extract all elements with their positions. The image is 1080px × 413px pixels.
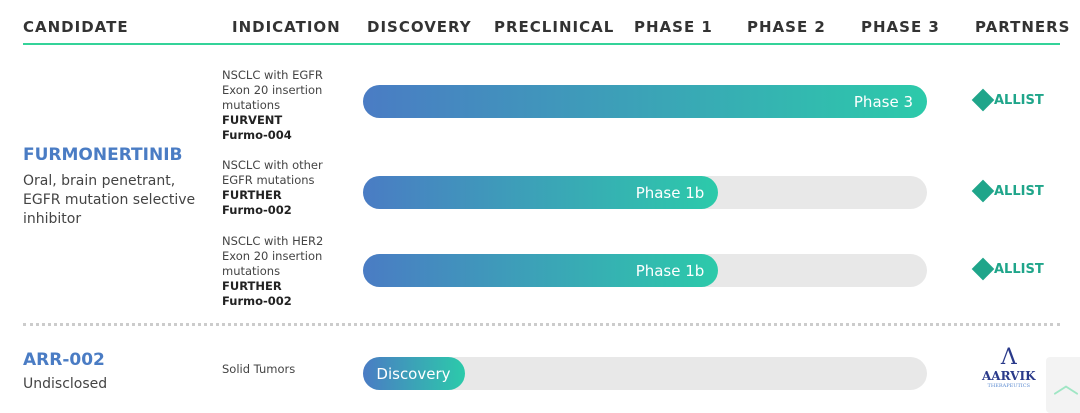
- progress-track: Phase 3: [363, 85, 927, 118]
- stage-label: Phase 3: [853, 92, 913, 111]
- candidate-name: ARR-002: [23, 350, 105, 370]
- progress-fill: Discovery: [363, 357, 465, 390]
- indication-text: NSCLC with HER2 Exon 20 insertion mutati…: [222, 234, 324, 278]
- study-id: Furmo-002: [222, 294, 292, 308]
- stage-label: Phase 1b: [635, 183, 705, 202]
- header-phase2: PHASE 2: [747, 18, 826, 36]
- candidate-name: FURMONERTINIB: [23, 145, 183, 165]
- allist-diamond-icon: [971, 179, 995, 203]
- partner-logo-allist: ALLIST: [971, 257, 1044, 281]
- header-candidate: CANDIDATE: [23, 18, 129, 36]
- stage-label: Discovery: [376, 364, 451, 383]
- aarvik-mark-icon: Ʌ: [1000, 345, 1017, 370]
- indication-text: NSCLC with other EGFR mutations: [222, 158, 323, 187]
- trial-name: FURVENT: [222, 113, 283, 127]
- study-id: Furmo-004: [222, 128, 292, 142]
- partner-logo-aarvik: Ʌ AARVIK THERAPEUTICS: [982, 345, 1036, 390]
- allist-diamond-icon: [971, 257, 995, 281]
- header-phase1: PHASE 1: [634, 18, 713, 36]
- partner-logo-allist: ALLIST: [971, 88, 1044, 112]
- header-phase3: PHASE 3: [861, 18, 940, 36]
- section-divider: [23, 323, 1060, 326]
- study-id: Furmo-002: [222, 203, 292, 217]
- progress-track: Discovery: [363, 357, 927, 390]
- stage-label: Phase 1b: [635, 261, 705, 280]
- progress-fill: Phase 3: [363, 85, 927, 118]
- partner-logo-allist: ALLIST: [971, 179, 1044, 203]
- progress-fill: Phase 1b: [363, 176, 719, 209]
- trial-name: FURTHER: [222, 279, 282, 293]
- header-indication: INDICATION: [232, 18, 341, 36]
- indication-text: Solid Tumors: [222, 362, 296, 376]
- indication-cell: NSCLC with other EGFR mutations FURTHER …: [222, 158, 352, 218]
- indication-cell: NSCLC with EGFR Exon 20 insertion mutati…: [222, 68, 352, 143]
- candidate-description: Undisclosed: [23, 376, 108, 392]
- header-preclinical: PRECLINICAL: [494, 18, 615, 36]
- progress-track: Phase 1b: [363, 254, 927, 287]
- trial-name: FURTHER: [222, 188, 282, 202]
- allist-diamond-icon: [971, 88, 995, 112]
- indication-cell: NSCLC with HER2 Exon 20 insertion mutati…: [222, 234, 352, 309]
- header-discovery: DISCOVERY: [367, 18, 472, 36]
- indication-text: NSCLC with EGFR Exon 20 insertion mutati…: [222, 68, 323, 112]
- progress-track: Phase 1b: [363, 176, 927, 209]
- progress-fill: Phase 1b: [363, 254, 719, 287]
- header-partners: PARTNERS: [975, 18, 1071, 36]
- candidate-description: Oral, brain penetrant, EGFR mutation sel…: [23, 173, 196, 227]
- scroll-to-top-button[interactable]: ︿: [1046, 357, 1080, 413]
- header-divider: [23, 43, 1060, 45]
